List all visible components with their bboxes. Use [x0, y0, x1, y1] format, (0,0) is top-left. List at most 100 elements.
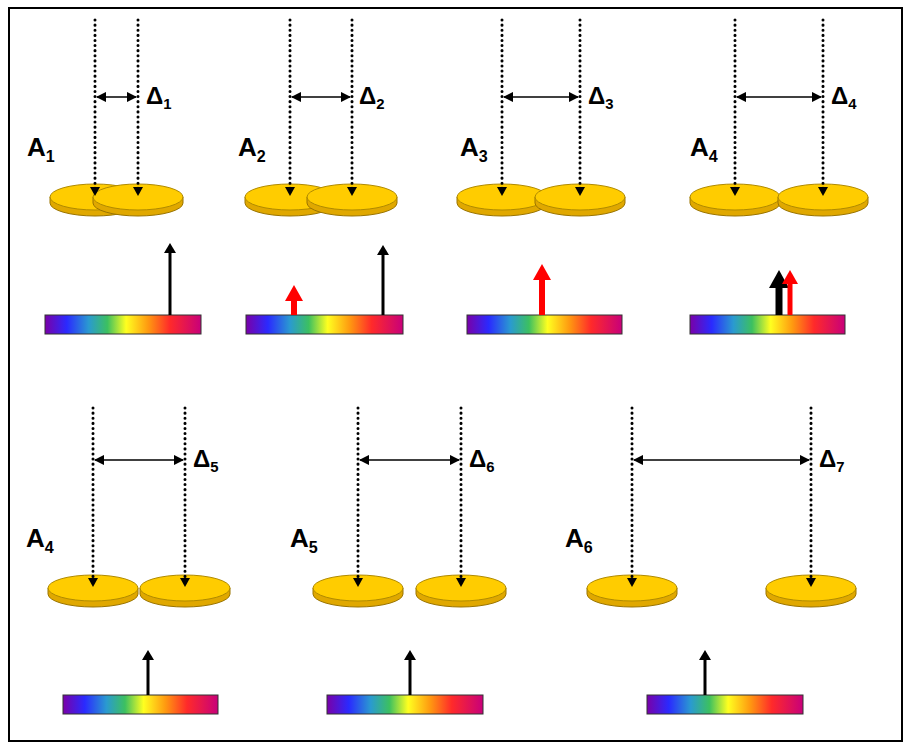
pair-label: A1 [27, 134, 55, 164]
dotted-axis [501, 20, 504, 189]
dotted-axis [822, 20, 825, 189]
pair-label: A5 [290, 525, 318, 555]
axis-arrowhead [575, 187, 585, 196]
peak-arrow [409, 659, 412, 695]
spectrum [690, 270, 845, 334]
gold-disc [140, 575, 230, 607]
disc-pair [245, 20, 397, 216]
gold-disc [93, 184, 183, 216]
spectrum-bar [327, 695, 483, 714]
dotted-axis [137, 20, 140, 189]
disc-pair [50, 20, 183, 216]
axis-arrowhead [347, 187, 357, 196]
separation-label: Δ1 [146, 84, 172, 112]
separation-label: Δ4 [831, 84, 857, 112]
disc-top [313, 575, 403, 601]
gold-disc [307, 184, 397, 216]
spectrum [45, 243, 201, 334]
gold-disc [416, 575, 506, 607]
disc-top [690, 184, 780, 210]
disc-top [457, 184, 547, 210]
dotted-axis [184, 408, 187, 580]
dotted-axis [94, 20, 97, 189]
spectrum-bar [63, 695, 218, 714]
axis-arrowhead [806, 578, 816, 587]
peak-arrow [382, 254, 385, 315]
axis-arrowhead [180, 578, 190, 587]
separation-label: Δ7 [819, 447, 845, 475]
gold-disc [48, 575, 138, 607]
peak-arrow [788, 283, 793, 315]
disc-top [535, 184, 625, 210]
peak-arrow [539, 279, 545, 315]
axis-arrowhead [90, 187, 100, 196]
disc-top [140, 575, 230, 601]
spectrum [467, 264, 622, 334]
peak-arrowhead [533, 264, 551, 280]
spectra [45, 243, 845, 714]
spectrum-bar [246, 315, 403, 334]
axis-arrowhead [497, 187, 507, 196]
peak-arrowhead [699, 650, 711, 660]
disc-top [587, 575, 677, 601]
axis-arrowhead [133, 187, 143, 196]
separation-arrow [97, 96, 136, 98]
gold-disc [457, 184, 547, 216]
pair-label: A2 [238, 134, 266, 164]
dotted-axis [631, 408, 634, 580]
spectrum [63, 650, 218, 714]
axis-arrowhead [730, 187, 740, 196]
gold-disc [690, 184, 780, 216]
peak-arrow [147, 659, 150, 695]
pair-label: A3 [460, 134, 488, 164]
peak-arrowhead [404, 650, 416, 660]
separation-label: Δ6 [469, 447, 495, 475]
disc-top [416, 575, 506, 601]
gold-disc [778, 184, 868, 216]
peak-arrowhead [142, 650, 154, 660]
gold-disc [313, 575, 403, 607]
disc-pair [457, 20, 625, 216]
dotted-axis [351, 20, 354, 189]
disc-top [307, 184, 397, 210]
disc-top [48, 575, 138, 601]
axis-arrowhead [456, 578, 466, 587]
peak-arrowhead [782, 270, 798, 284]
separation-arrow [360, 459, 459, 461]
dotted-axis [734, 20, 737, 189]
axis-arrowhead [285, 187, 295, 196]
separation-label: Δ5 [193, 447, 219, 475]
dotted-axis [289, 20, 292, 189]
disc-pairs [48, 20, 868, 607]
frame [9, 8, 902, 741]
dotted-axis [810, 408, 813, 580]
disc-pair [313, 408, 506, 607]
spectrum [246, 245, 403, 334]
gold-disc [535, 184, 625, 216]
spectrum-bar [467, 315, 622, 334]
pair-label: A4 [690, 134, 718, 164]
spectrum-bar [647, 695, 803, 714]
dotted-axis [357, 408, 360, 580]
separation-arrow [634, 459, 809, 461]
separation-label: Δ3 [588, 84, 614, 112]
pair-label: A6 [565, 525, 593, 555]
dotted-axis [92, 408, 95, 580]
separation-label: Δ2 [359, 84, 385, 112]
pair-label: A4 [26, 525, 54, 555]
dotted-axis [460, 408, 463, 580]
peak-arrow [776, 287, 783, 315]
peak-arrowhead [164, 243, 176, 253]
disc-pair [587, 408, 856, 607]
disc-pair [690, 20, 868, 216]
axis-arrowhead [627, 578, 637, 587]
separation-arrow [504, 96, 578, 98]
peak-arrowhead [285, 285, 303, 301]
spectrum [327, 650, 483, 714]
disc-top [93, 184, 183, 210]
spectrum [647, 650, 803, 714]
spectrum-bar [690, 315, 845, 334]
axis-arrowhead [818, 187, 828, 196]
disc-top [778, 184, 868, 210]
disc-top [766, 575, 856, 601]
